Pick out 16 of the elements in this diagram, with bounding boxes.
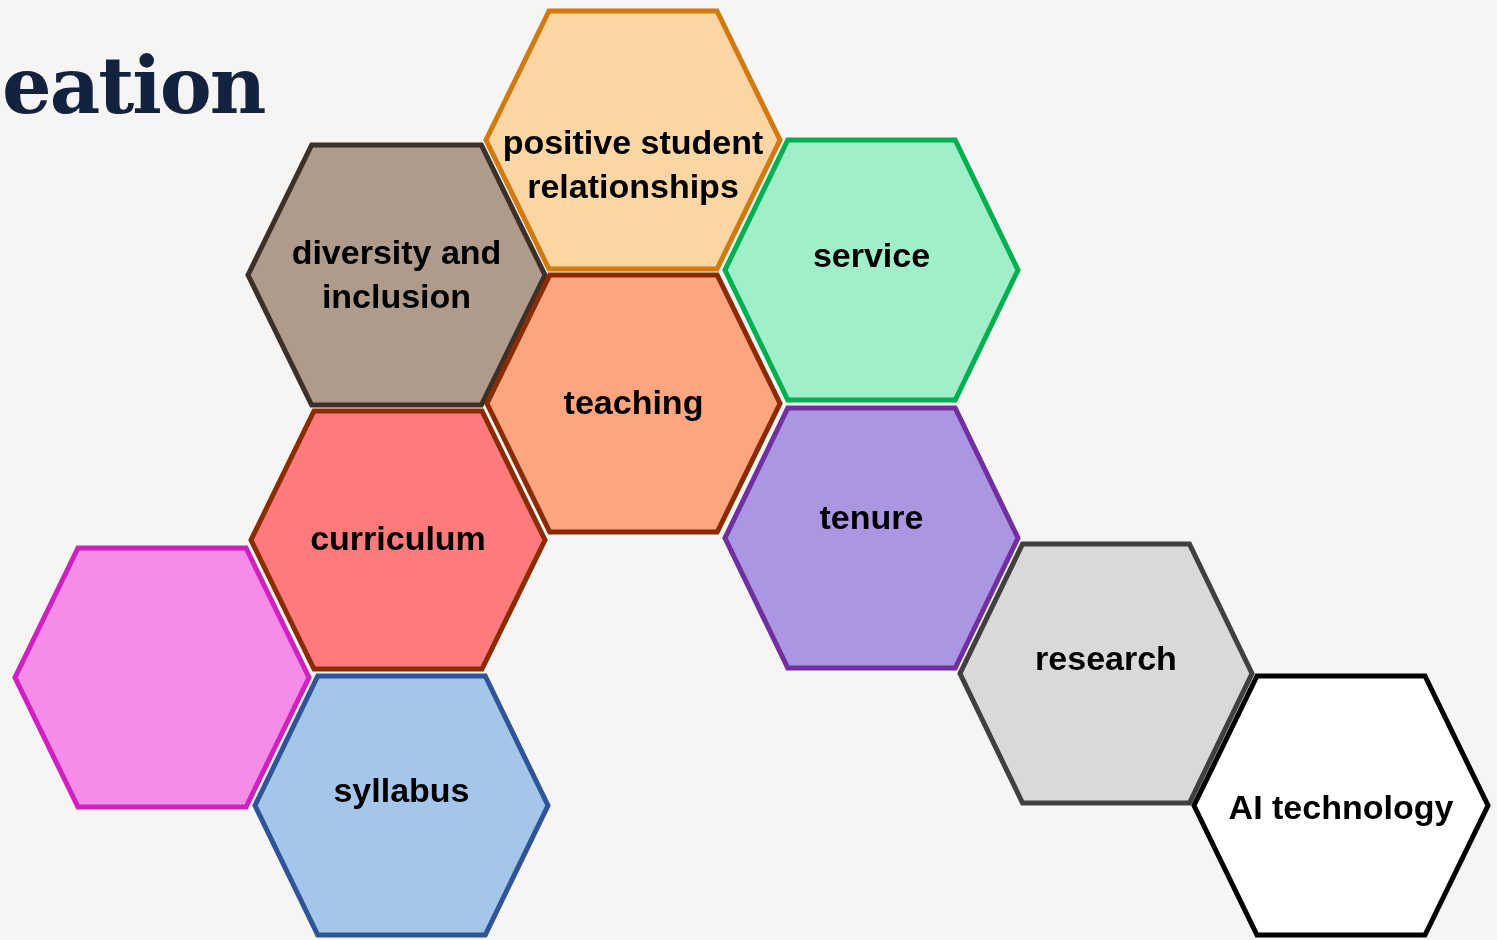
hexagon	[12, 545, 312, 810]
hexagon-label: syllabus	[333, 770, 470, 811]
hexagon-label: positive student relationships	[501, 122, 765, 207]
tenure-hexagon	[722, 405, 1021, 671]
hexagon-label: curriculum	[310, 518, 486, 559]
hexagon-label: diversity and inclusion	[290, 232, 503, 317]
ai-technology-hexagon	[1191, 673, 1491, 938]
hexagon-label: AI technology	[1228, 787, 1454, 828]
teaching-hexagon	[484, 272, 783, 535]
syllabus-hexagon	[252, 673, 551, 938]
hexagon-label: research	[1035, 638, 1177, 679]
curriculum-hexagon	[248, 408, 548, 672]
hexagon-label: teaching	[563, 382, 704, 423]
hexagon-label: tenure	[819, 497, 924, 538]
hexagon-label: service	[812, 235, 931, 276]
page-title: eation	[2, 40, 265, 131]
